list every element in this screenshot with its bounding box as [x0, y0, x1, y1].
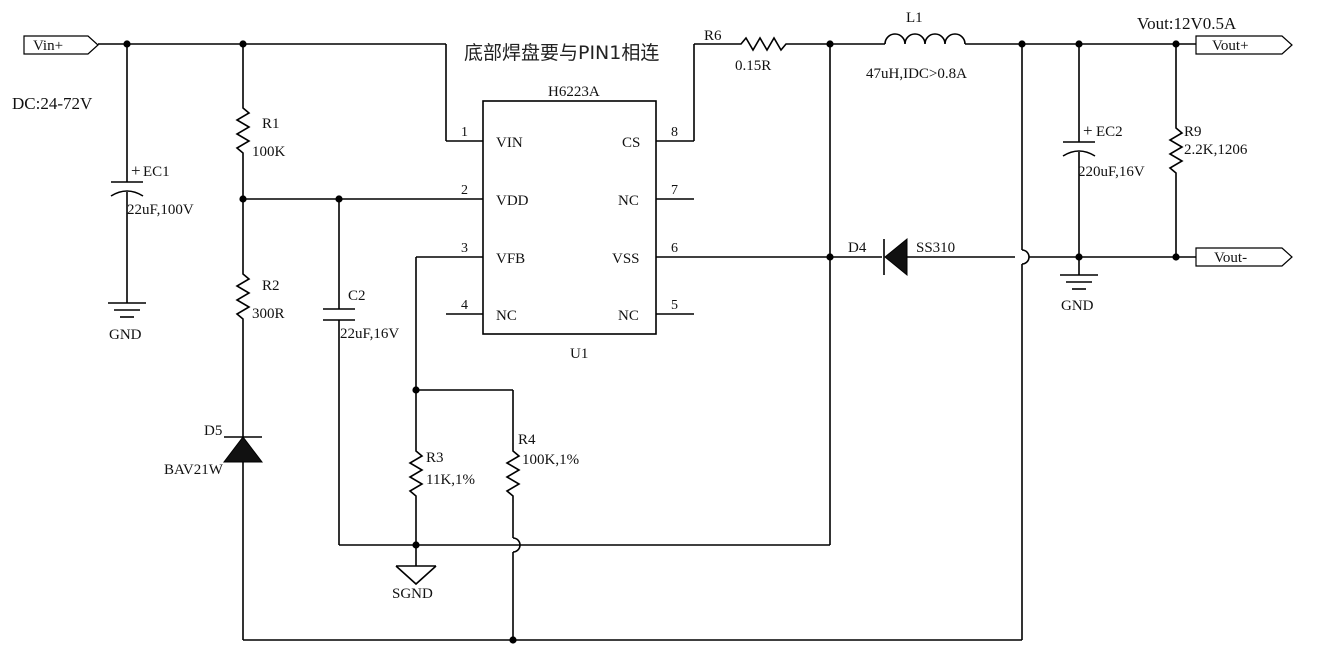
ic-pin3-name: VFB: [496, 251, 525, 267]
ic-pin-wires: [446, 140, 830, 315]
resistor-r6: R6 0.15R: [704, 28, 795, 74]
d4-ref: D4: [848, 240, 867, 256]
r2-value: 300R: [252, 306, 285, 322]
port-vin-plus-label: Vin+: [33, 38, 63, 54]
port-vout-plus: Vout+: [1195, 35, 1293, 55]
r1-ref: R1: [262, 116, 280, 132]
ic-pin1-name: VIN: [496, 135, 523, 151]
resistor-r9: R9 2.2K,1206: [1168, 120, 1248, 182]
ic-pin2-name: VDD: [496, 193, 529, 209]
ec2-value: 220uF,16V: [1078, 164, 1145, 180]
ec2-polarity: +: [1083, 121, 1093, 140]
ic-pin4-name: NC: [496, 308, 517, 324]
resistor-r3: R3 11K,1%: [408, 443, 475, 503]
ec1-value: 22uF,100V: [127, 202, 194, 218]
l1-value: 47uH,IDC>0.8A: [866, 66, 967, 82]
c2-value: 22uF,16V: [340, 326, 399, 342]
ic-h6223a: H6223A U1 1 VIN 2 VDD 3 VFB 4 NC 5 NC 6 …: [461, 84, 678, 362]
ground-sgnd: SGND: [392, 565, 437, 602]
r4-ref: R4: [518, 432, 536, 448]
ground-gnd-ec1: GND: [108, 302, 146, 343]
ic-pin4-number: 4: [461, 298, 468, 313]
wires-feedback: [339, 256, 831, 640]
gnd-label-right: GND: [1061, 298, 1094, 314]
ic-ref-label: U1: [570, 346, 588, 362]
ic-part-label: H6223A: [548, 84, 600, 100]
ic-pin3-number: 3: [461, 241, 468, 256]
l1-ref: L1: [906, 10, 923, 26]
ec1-ref: EC1: [143, 164, 170, 180]
ic-pin8-name: CS: [622, 135, 640, 151]
ic-pin5-number: 5: [671, 298, 678, 313]
port-vout-minus-label: Vout-: [1214, 250, 1247, 266]
capacitor-c2: C2 22uF,16V: [323, 288, 399, 342]
ec1-polarity: +: [131, 161, 141, 180]
pad-note: 底部焊盘要与PIN1相连: [464, 42, 659, 64]
ic-pin5-name: NC: [618, 308, 639, 324]
port-vout-minus: Vout-: [1195, 247, 1293, 267]
ic-pin1-number: 1: [461, 125, 468, 140]
ic-pin7-name: NC: [618, 193, 639, 209]
gnd-label-left: GND: [109, 327, 142, 343]
r2-ref: R2: [262, 278, 280, 294]
r6-ref: R6: [704, 28, 722, 44]
capacitor-ec1: + EC1 22uF,100V: [110, 161, 194, 218]
ec2-ref: EC2: [1096, 124, 1123, 140]
port-vin-plus: Vin+: [23, 35, 99, 55]
d5-value: BAV21W: [164, 462, 224, 478]
ic-pin6-number: 6: [671, 241, 678, 256]
c2-ref: C2: [348, 288, 366, 304]
resistor-r2: R2 300R: [235, 266, 285, 326]
inductor-l1: L1 47uH,IDC>0.8A: [866, 10, 967, 82]
r9-ref: R9: [1184, 124, 1202, 140]
ic-pin8-number: 8: [671, 125, 678, 140]
d4-value: SS310: [916, 240, 955, 256]
r9-value: 2.2K,1206: [1184, 142, 1248, 158]
r1-value: 100K: [252, 144, 286, 160]
ic-pin2-number: 2: [461, 183, 468, 198]
ic-pin6-name: VSS: [612, 251, 640, 267]
junctions: [123, 40, 1180, 644]
diode-d4: D4 SS310: [848, 237, 955, 277]
r3-value: 11K,1%: [426, 472, 475, 488]
output-spec-label: Vout:12V0.5A: [1137, 14, 1237, 33]
r6-value: 0.15R: [735, 58, 771, 74]
d5-ref: D5: [204, 423, 222, 439]
ground-gnd-output: GND: [1060, 274, 1098, 314]
sgnd-label: SGND: [392, 586, 433, 602]
r4-value: 100K,1%: [522, 452, 579, 468]
capacitor-ec2: + EC2 220uF,16V: [1062, 121, 1145, 180]
wires-input: [98, 43, 1022, 641]
resistor-r4: R4 100K,1%: [505, 432, 579, 503]
input-range-label: DC:24-72V: [12, 94, 93, 113]
r3-ref: R3: [426, 450, 444, 466]
ic-pin7-number: 7: [671, 183, 678, 198]
diode-d5: D5 BAV21W: [164, 423, 264, 478]
resistor-r1: R1 100K: [235, 100, 286, 160]
port-vout-plus-label: Vout+: [1212, 38, 1249, 54]
